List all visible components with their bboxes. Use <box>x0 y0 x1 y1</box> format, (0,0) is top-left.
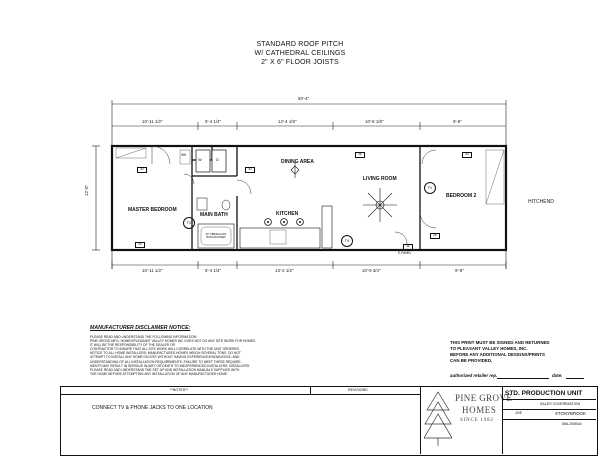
dim-bottom-3: 13'-2 1/2" <box>275 268 294 273</box>
company-name-line-2: HOMES <box>462 405 497 415</box>
model-name: STONYBROOK <box>555 411 586 416</box>
door-tag-bedroom-2: 28 <box>430 233 440 239</box>
dim-bottom-5: 9'-8" <box>455 268 464 273</box>
dining-area-label: DINING AREA <box>281 159 314 165</box>
living-room-label: LIVING ROOM <box>363 176 397 182</box>
tv-jack-master: TV <box>183 217 195 229</box>
info-divider-1 <box>502 409 596 410</box>
tv-phone-note: CONNECT TV & PHONE JACKS TO ONE LOCATION <box>92 405 213 411</box>
disclaimer-line: UNDERSTANDING OF ALL INSTALLATION REQUIR… <box>90 359 242 364</box>
disclaimer-heading: MANUFACTURER DISCLAIMER NOTICE: <box>90 325 191 331</box>
date-line[interactable] <box>566 378 584 379</box>
window-tag-dining: 30 <box>245 167 255 173</box>
front-door-swing <box>151 145 171 165</box>
disclaimer-line: CONTRACTOR TO INSURE THAT ALL SITE WORK … <box>90 347 240 352</box>
revisions-area <box>310 394 421 454</box>
tub-note: 60" FIBERGLASS BATH/SHOWER <box>205 233 227 239</box>
tv-jack-bedroom-2: TV <box>424 182 436 194</box>
exterior-wall <box>110 144 508 252</box>
ceiling-fan <box>363 188 397 222</box>
disclaimer-body: PLEASE READ AND UNDERSTAND THE FOLLOWING… <box>90 335 430 376</box>
disclaimer-line: ATTEMPT TO INSTALL ANY HOME ON SITE WITH… <box>90 355 240 360</box>
floor-joist-title: 2" X 6" FLOOR JOISTS <box>261 59 339 66</box>
window-tag-living-bottom: 36 <box>403 244 413 250</box>
disclaimer-line: PINE GROVE MFG. HOMES/PLEASANT VALLEY HO… <box>90 339 257 344</box>
notice-line: BEFORE ANY ADDITIONAL DESIGNS/PRINTS <box>450 352 545 357</box>
notice-line: CAN BE PROVIDED. <box>450 358 493 363</box>
epanel-label: E-PANEL <box>398 251 412 255</box>
width-dimension: 12'-8" <box>84 184 89 196</box>
main-bath-label: MAIN BATH <box>200 212 228 218</box>
notice-line: THIS PRINT MUST BE SIGNED AND RETURNED <box>450 340 550 345</box>
notes-header-cell <box>60 386 311 395</box>
revisions-header: REVISIONS <box>348 388 368 392</box>
window-tag-bedroom-2: 30 <box>462 152 472 158</box>
notes-header: **NOTES** <box>170 388 188 392</box>
window-tag-master: 30 <box>137 167 147 173</box>
toilet <box>221 199 231 211</box>
unit-title: STD. PRODUCTION UNIT <box>505 390 583 397</box>
signature-line[interactable] <box>497 378 549 379</box>
dim-bottom-1: 10'-11 1/2" <box>142 268 163 273</box>
date-label: date: <box>552 373 563 378</box>
company-name-line-1: PINE GROVE <box>455 393 513 403</box>
dim-top-5: 9'-8" <box>453 119 462 124</box>
company-tagline: SINCE 1982 <box>460 418 494 423</box>
water-heater-label: WH <box>181 153 187 157</box>
dim-top-1: 10'-11 1/2" <box>142 119 163 124</box>
notice-line: TO PLEASANT VALLEY HOMES, INC. <box>450 346 528 351</box>
disclaimer-line: THE HOME BEFORE ATTEMPTING ANY INSTALLAT… <box>90 371 228 376</box>
tv-jack-living: TV <box>341 235 353 247</box>
overall-length: 50'-4" <box>298 96 310 101</box>
washer-box <box>195 149 211 173</box>
washer-label: W <box>198 157 202 162</box>
disclaimer-line: MENTS MAY RESULT IN SERIOUS INJURY OR DE… <box>90 363 250 368</box>
disclaimer-line: NOTICE TO ALL HOME INSTALLERS: MANUFACTU… <box>90 351 241 356</box>
master-bedroom-label: MASTER BEDROOM <box>128 207 177 213</box>
disclaimer-line: IT WILL BE THE RESPONSIBILITY OF THE DEA… <box>90 343 176 348</box>
unit-info-cell <box>502 386 597 454</box>
revisions-header-cell <box>310 386 421 395</box>
window-tag-master-bottom: 30 <box>135 242 145 248</box>
dryer-label: D <box>216 157 219 162</box>
drawing-number: 556-200B44 <box>562 422 582 426</box>
roof-pitch-title: STANDARD ROOF PITCH <box>256 41 344 48</box>
kitchen-label: KITCHEN <box>276 211 299 217</box>
dim-bottom-2: 5'-4 1/4" <box>205 268 222 273</box>
unit-divider <box>502 399 596 400</box>
disclaimer-line: PLEASE READ AND UNDERSTAND THE FOLLOWING… <box>90 335 197 339</box>
retailer-signature-label: authorized retailer rep. <box>450 373 498 378</box>
dim-top-2: 5'-4 1/4" <box>205 119 222 124</box>
disclaimer-line: PLEASE READ AND UNDERSTAND THE SET-UP AN… <box>90 367 240 372</box>
signature-notice: THIS PRINT MUST BE SIGNED AND RETURNED T… <box>450 340 550 364</box>
dim-top-3: 12'-4 1/8" <box>278 119 297 124</box>
hitchend-label: HITCHEND <box>528 199 554 205</box>
bathtub <box>197 223 235 249</box>
dryer-box <box>211 149 227 173</box>
drawn-by: JOE <box>515 411 522 415</box>
title-block <box>60 386 598 456</box>
bath-sink <box>196 197 208 211</box>
dining-light <box>290 162 300 178</box>
window-tag-living: 36 <box>355 152 365 158</box>
kitchen-sink <box>269 229 287 245</box>
info-divider-2 <box>502 419 596 420</box>
dim-top-4: 10'-8 1/8" <box>365 119 384 124</box>
pine-tree-logo <box>424 391 452 446</box>
ceiling-title: W/ CATHEDRAL CEILINGS <box>254 50 346 57</box>
kitchen-counter <box>239 227 321 249</box>
dim-bottom-4: 10'-9 3/4" <box>362 268 381 273</box>
sales-confirmation: SALES CONFIRMATION <box>540 402 581 406</box>
refrigerator <box>321 205 333 249</box>
bedroom-2-label: BEDROOM 2 <box>446 193 477 199</box>
